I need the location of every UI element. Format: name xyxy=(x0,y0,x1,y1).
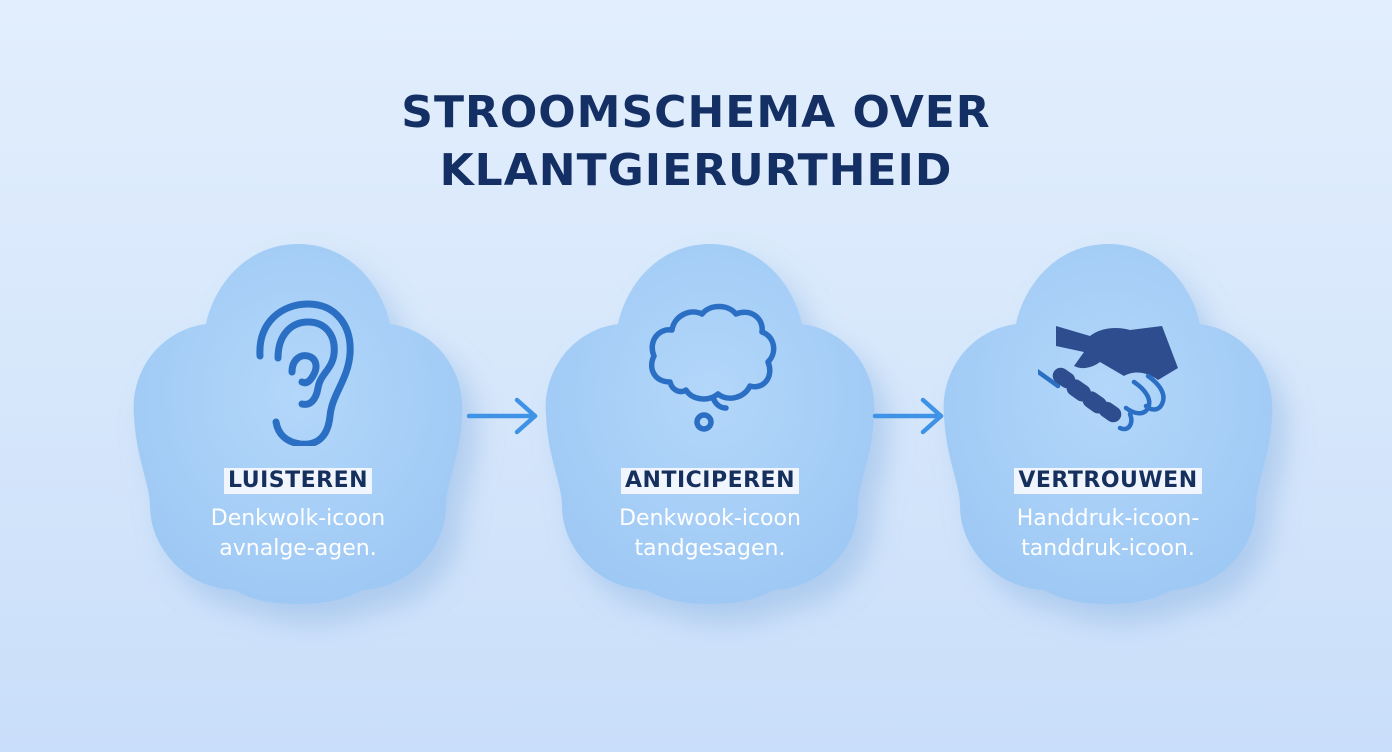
handshake-icon xyxy=(1038,326,1178,432)
step-description-line-1: Denkwolk-icoon xyxy=(210,506,386,531)
step-description-line-2: avnalge-agen. xyxy=(219,536,377,561)
step-label: VERTROUWEN xyxy=(940,468,1276,494)
step-label: LUISTEREN xyxy=(130,468,466,494)
step-description-line-2: tandgesagen. xyxy=(634,536,786,561)
arrow-right-icon xyxy=(872,397,944,435)
step-description-line-1: Handdruk-icoon- xyxy=(1016,506,1200,531)
step-description: Handdruk-icoon- tanddruk-icoon. xyxy=(940,504,1276,564)
step-luisteren: LUISTEREN Denkwolk-icoon avnalge-agen. xyxy=(130,238,466,604)
diagram-title: STROOMSCHEMA OVER KLANTGIERURTHEID xyxy=(0,84,1392,200)
title-line-1: STROOMSCHEMA OVER xyxy=(401,87,991,138)
step-description-line-2: tanddruk-icoon. xyxy=(1021,536,1195,561)
step-description: Denkwolk-icoon avnalge-agen. xyxy=(130,504,466,564)
step-label: ANTICIPEREN xyxy=(542,468,878,494)
step-anticiperen: ANTICIPEREN Denkwook-icoon tandgesagen. xyxy=(542,238,878,604)
arrow-right-icon xyxy=(466,397,538,435)
step-description-line-1: Denkwook-icoon xyxy=(619,506,801,531)
step-description: Denkwook-icoon tandgesagen. xyxy=(542,504,878,564)
thought-bubble-icon xyxy=(648,303,777,432)
title-line-2: KLANTGIERURTHEID xyxy=(439,145,953,196)
step-vertrouwen: VERTROUWEN Handdruk-icoon- tanddruk-icoo… xyxy=(940,238,1276,604)
ear-icon xyxy=(256,300,354,446)
